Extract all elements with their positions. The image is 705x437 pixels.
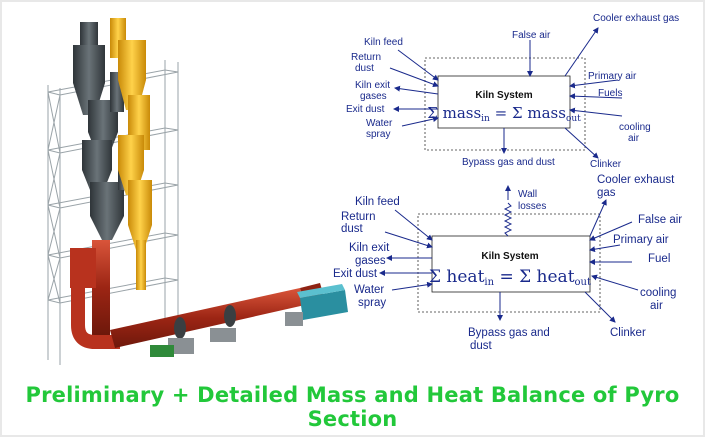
heat-label-fuel: Fuel xyxy=(648,253,670,265)
heat-label-return-2: dust xyxy=(341,223,364,235)
heat-box-title: Kiln System xyxy=(481,251,538,262)
heat-label-water-1: Water xyxy=(354,284,384,296)
mass-label-kiln-exit-1: Kiln exit xyxy=(355,80,390,91)
mass-kiln-box xyxy=(437,75,571,129)
heat-label-cooling-1: cooling xyxy=(640,287,676,299)
riser-duct xyxy=(70,240,120,349)
mass-balance-diagram: Kiln System Σ massin = Σ massout False a… xyxy=(346,13,679,170)
heat-label-water-2: spray xyxy=(358,297,386,309)
mass-box-title: Kiln System xyxy=(475,90,532,101)
heat-label-return-1: Return xyxy=(341,211,376,223)
heat-label-kiln-feed: Kiln feed xyxy=(355,196,400,208)
mass-label-return-dust-1: Return xyxy=(351,52,381,63)
wall-losses-zigzag xyxy=(503,202,513,237)
mass-label-clinker: Clinker xyxy=(590,159,622,170)
heat-arrows xyxy=(379,185,639,323)
heat-label-exit-dust: Exit dust xyxy=(333,268,378,280)
mass-label-bypass: Bypass gas and dust xyxy=(462,157,555,168)
heat-label-cooler-2: gas xyxy=(597,187,616,199)
heat-kiln-box xyxy=(431,235,591,293)
mass-arrows xyxy=(389,27,623,159)
heat-label-wall-1: Wall xyxy=(518,189,537,200)
mass-label-false-air: False air xyxy=(512,30,551,41)
mass-label-primary-air: Primary air xyxy=(588,71,637,82)
clinker-cooler xyxy=(285,284,348,326)
heat-label-wall-2: losses xyxy=(518,201,546,212)
heat-label-kiln-exit-1: Kiln exit xyxy=(349,242,390,254)
mass-label-cooling-1: cooling xyxy=(619,122,651,133)
mass-equation: Σ massin = Σ massout xyxy=(427,104,581,124)
yellow-cyclone-string xyxy=(110,18,152,290)
heat-equation: Σ heatin = Σ heatout xyxy=(429,267,591,288)
preheater-tower-illustration xyxy=(47,18,348,365)
mass-label-kiln-feed: Kiln feed xyxy=(364,37,403,48)
mass-label-return-dust-2: dust xyxy=(355,63,374,74)
mass-label-cooling-2: air xyxy=(628,133,640,144)
mass-label-exit-dust: Exit dust xyxy=(346,104,385,115)
mass-label-fuels: Fuels xyxy=(598,88,622,99)
heat-label-bypass-2: dust xyxy=(470,340,493,352)
mass-label-cooler-exhaust: Cooler exhaust gas xyxy=(593,13,679,24)
heat-label-clinker: Clinker xyxy=(610,327,646,339)
heat-label-false-air: False air xyxy=(638,214,682,226)
page-caption: Preliminary + Detailed Mass and Heat Bal… xyxy=(25,383,680,431)
mass-label-water-1: Water xyxy=(366,118,393,129)
heat-balance-diagram: Kiln System Σ heatin = Σ heatout Wall lo… xyxy=(333,174,682,352)
heat-label-cooling-2: air xyxy=(650,300,663,312)
heat-label-bypass-1: Bypass gas and xyxy=(468,327,550,339)
heat-label-kiln-exit-2: gases xyxy=(355,255,386,267)
heat-label-cooler-1: Cooler exhaust xyxy=(597,174,675,186)
mass-label-water-2: spray xyxy=(366,129,390,140)
mass-label-kiln-exit-2: gases xyxy=(360,91,387,102)
heat-label-primary-air: Primary air xyxy=(613,234,669,246)
